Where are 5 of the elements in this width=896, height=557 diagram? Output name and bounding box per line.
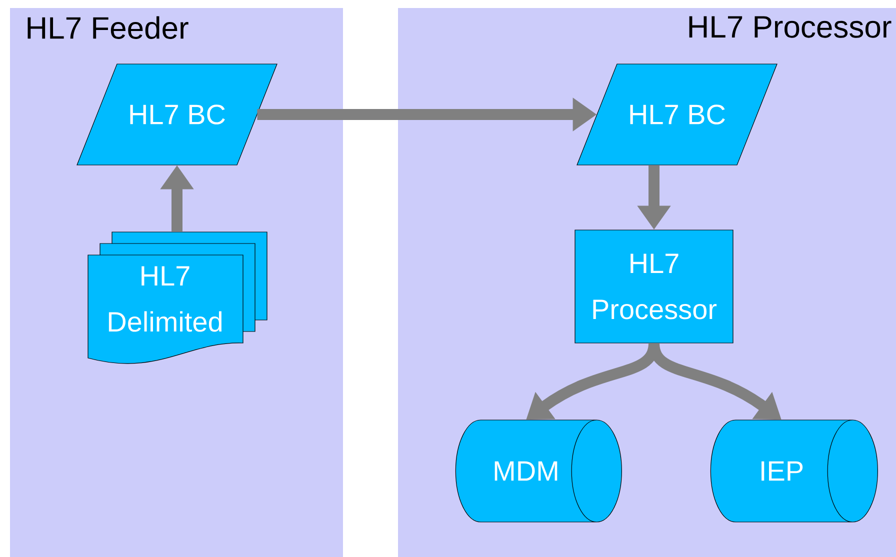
data-parallelogram: HL7 BC xyxy=(76,64,278,166)
database-cylinder: IEP xyxy=(710,420,878,522)
database-cylinder: MDM xyxy=(455,420,622,522)
process-box: HL7 Processor xyxy=(574,230,734,344)
data-parallelogram: HL7 BC xyxy=(576,64,778,166)
